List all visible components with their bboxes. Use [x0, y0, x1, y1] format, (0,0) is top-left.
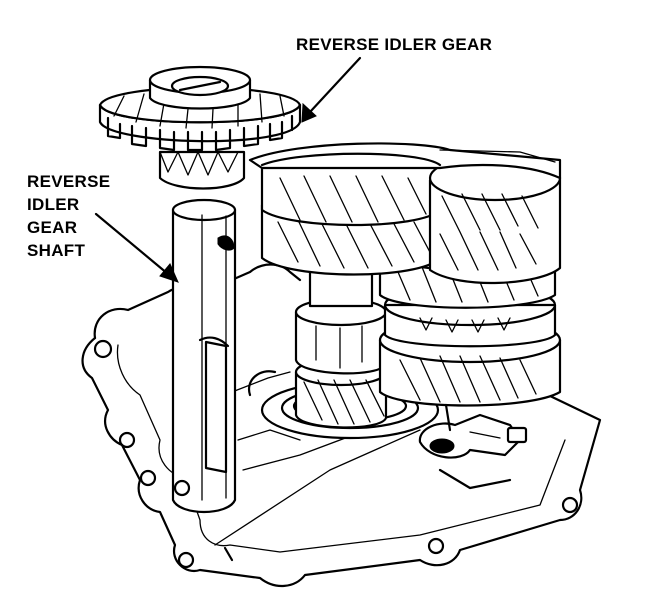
- shaft-label-line-4: SHAFT: [27, 241, 86, 260]
- reverse-idler-gear-label: REVERSE IDLER GEAR: [296, 35, 493, 54]
- arrow-head-gear: [301, 102, 317, 123]
- reverse-idler-gear: [98, 65, 302, 190]
- shaft-label-line-1: REVERSE: [27, 172, 111, 191]
- main-gear-cluster: [248, 142, 562, 407]
- lower-shaft-gear: [294, 268, 388, 429]
- shift-fork: [418, 403, 528, 490]
- reverse-idler-gear-shaft-label: REVERSE IDLER GEAR SHAFT: [27, 170, 110, 262]
- leader-arrows: [94, 56, 362, 283]
- shaft-label-line-2: IDLER: [27, 195, 80, 214]
- reverse-idler-gear-shaft: [171, 198, 237, 514]
- shaft-label-line-3: GEAR: [27, 218, 78, 237]
- arrow-head-shaft: [159, 263, 179, 283]
